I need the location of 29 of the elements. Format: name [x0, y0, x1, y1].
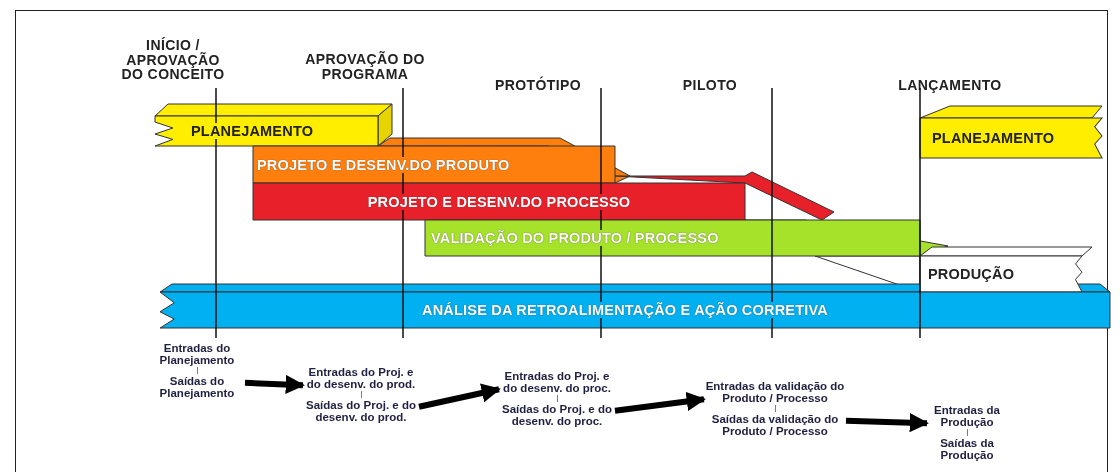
arrow — [244, 374, 305, 395]
milestone-label: LANÇAMENTO — [897, 78, 1003, 93]
input-text: Entradas da Produção — [933, 404, 1001, 429]
milestone-label: PILOTO — [681, 78, 739, 93]
bar-label: VALIDAÇÃO DO PRODUTO / PROCESSO — [431, 230, 719, 246]
phase-bar — [155, 116, 378, 146]
output-text: Saídas da Produção — [939, 437, 995, 462]
milestone-label: INÍCIO / APROVAÇÃO DO CONCEITO — [120, 38, 226, 83]
phase-bar — [253, 146, 615, 183]
arrow — [845, 413, 929, 433]
milestone-label: APROVAÇÃO DO PROGRAMA — [305, 52, 425, 82]
output-text: Saídas do Planejamento — [158, 375, 236, 400]
arrow — [614, 391, 706, 414]
output-text: Saídas do Proj. e do desenv. do prod. — [305, 399, 417, 424]
bar-label: PRODUÇÃO — [928, 266, 1015, 282]
milestone-label: PROTÓTIPO — [493, 78, 583, 93]
phase-bar — [920, 256, 1082, 292]
input-text: Entradas do Proj. e do desenv. do proc. — [502, 370, 612, 395]
input-text: Entradas da validação do Produto / Processo — [704, 380, 846, 405]
arrow — [418, 383, 501, 410]
input-text: Entradas do Proj. e do desenv. do prod. — [305, 366, 417, 391]
input-text: Entradas do Planejamento — [158, 342, 236, 367]
bar-label: ANÁLISE DA RETROALIMENTAÇÃO E AÇÃO CORRETIVA — [422, 302, 828, 318]
output-text: Saídas da validação do Produto / Processo — [710, 413, 840, 438]
bar-label: PLANEJAMENTO — [932, 130, 1055, 146]
feedback-bar — [160, 292, 1110, 328]
output-text: Saídas do Proj. e do desenv. do proc. — [501, 403, 613, 428]
bar-label: PLANEJAMENTO — [191, 123, 314, 139]
phase-bar — [253, 183, 745, 220]
